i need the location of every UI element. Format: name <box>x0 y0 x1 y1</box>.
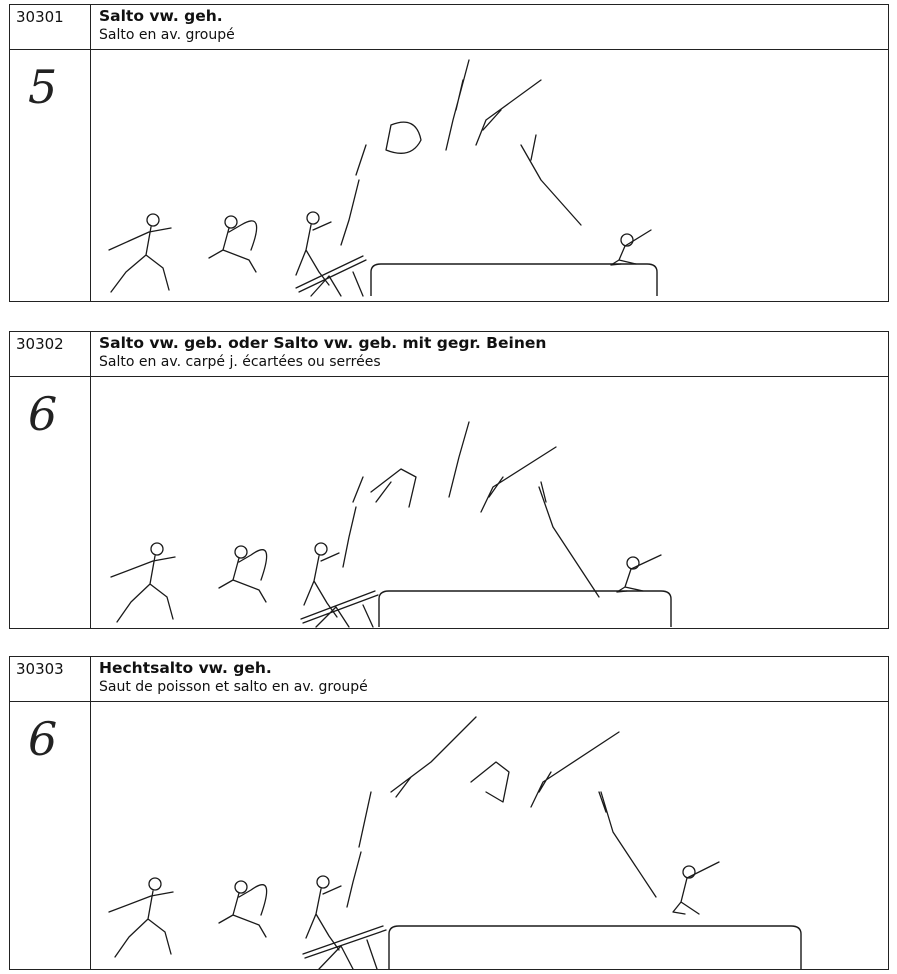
gymnast-landing <box>617 555 661 592</box>
title-german: Salto vw. geh. <box>99 7 888 26</box>
element-body: 6 <box>10 702 888 969</box>
handwritten-value: 5 <box>28 60 57 114</box>
element-card-30301: 30301 Salto vw. geh. Salto en av. groupé… <box>9 4 889 302</box>
element-body: 6 <box>10 377 888 628</box>
title-french: Salto en av. carpé j. écartées ou serrée… <box>99 353 888 372</box>
springboard <box>296 256 366 296</box>
gymnast-flight <box>347 717 656 907</box>
element-code: 30303 <box>10 657 91 701</box>
element-body: 5 <box>10 50 888 301</box>
element-code: 30302 <box>10 332 91 376</box>
difficulty-value-cell: 6 <box>10 377 91 628</box>
element-card-30303: 30303 Hechtsalto vw. geh. Saut de poisso… <box>9 656 889 970</box>
element-code: 30301 <box>10 5 91 49</box>
gymnast-hurdle <box>219 881 267 937</box>
landing-mat <box>371 264 657 296</box>
vault-sequence-drawing <box>91 50 888 301</box>
title-german: Hechtsalto vw. geh. <box>99 659 888 678</box>
gymnast-sequence-illustration <box>91 50 888 301</box>
gymnast-landing <box>611 230 651 265</box>
gymnast-takeoff <box>306 876 341 950</box>
gymnast-hurdle <box>209 216 257 272</box>
element-card-30302: 30302 Salto vw. geb. oder Salto vw. geb.… <box>9 331 889 629</box>
element-titles: Hechtsalto vw. geh. Saut de poisson et s… <box>91 657 888 701</box>
element-titles: Salto vw. geh. Salto en av. groupé <box>91 5 888 49</box>
element-titles: Salto vw. geb. oder Salto vw. geb. mit g… <box>91 332 888 376</box>
vault-sequence-drawing <box>91 702 888 969</box>
difficulty-value-cell: 6 <box>10 702 91 969</box>
handwritten-value: 6 <box>28 387 57 441</box>
element-header: 30303 Hechtsalto vw. geh. Saut de poisso… <box>10 657 888 702</box>
gymnast-takeoff <box>304 543 339 617</box>
gymnast-hurdle <box>219 546 267 602</box>
title-french: Saut de poisson et salto en av. groupé <box>99 678 888 697</box>
springboard <box>303 926 386 969</box>
handwritten-value: 6 <box>28 712 57 766</box>
landing-mat <box>379 591 671 627</box>
gymnast-flight <box>343 422 599 597</box>
title-french: Salto en av. groupé <box>99 26 888 45</box>
element-header: 30301 Salto vw. geh. Salto en av. groupé <box>10 5 888 50</box>
springboard <box>301 591 378 627</box>
gymnast-run <box>109 214 171 292</box>
title-german: Salto vw. geb. oder Salto vw. geb. mit g… <box>99 334 888 353</box>
vault-sequence-drawing <box>91 377 888 628</box>
gymnast-run <box>111 543 175 622</box>
difficulty-value-cell: 5 <box>10 50 91 301</box>
element-header: 30302 Salto vw. geb. oder Salto vw. geb.… <box>10 332 888 377</box>
gymnast-landing <box>673 862 719 914</box>
gymnast-flight <box>341 60 581 245</box>
gymnast-run <box>109 878 173 957</box>
landing-mat <box>389 926 801 969</box>
gymnast-sequence-illustration <box>91 702 888 969</box>
gymnast-sequence-illustration <box>91 377 888 628</box>
